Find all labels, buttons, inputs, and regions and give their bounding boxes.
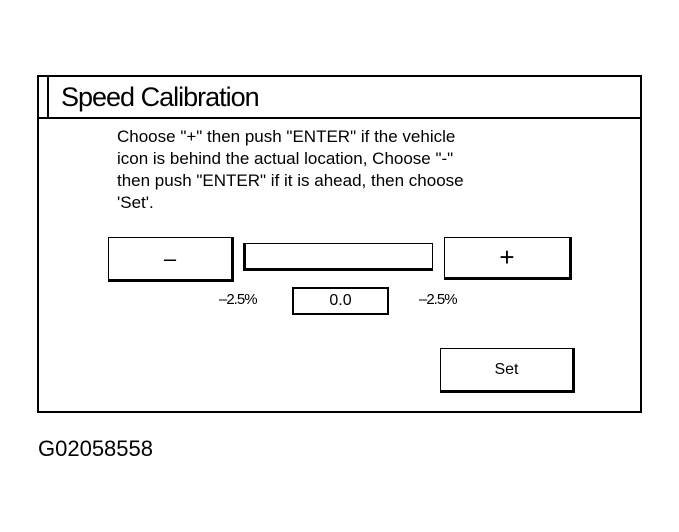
instruction-line: then push "ENTER" if it is ahead, then c… [117,171,464,190]
calibration-slider[interactable] [243,243,433,271]
dialog-title: Speed Calibration [61,82,260,112]
instructions-text: Choose "+" then push "ENTER" if the vehi… [117,126,557,214]
speed-calibration-dialog: Speed Calibration Choose "+" then push "… [37,75,642,413]
increase-button[interactable]: + [444,237,572,280]
calibration-value: 0.0 [329,292,352,309]
set-button-label: Set [494,360,519,378]
calibration-value-display: 0.0 [292,287,389,315]
set-button[interactable]: Set [440,348,575,393]
range-min-label: –2.5% [219,291,258,308]
title-bar: Speed Calibration [39,77,640,119]
decrease-button-label: – [163,245,177,271]
instruction-line: 'Set'. [117,193,154,212]
figure-id-caption: G02058558 [38,436,153,461]
instruction-line: Choose "+" then push "ENTER" if the vehi… [117,127,456,146]
decrease-button[interactable]: – [108,237,234,282]
title-accent-bar [47,77,49,117]
range-max-label: –2.5% [419,291,458,308]
increase-button-label: + [499,242,515,272]
instruction-line: icon is behind the actual location, Choo… [117,149,454,168]
